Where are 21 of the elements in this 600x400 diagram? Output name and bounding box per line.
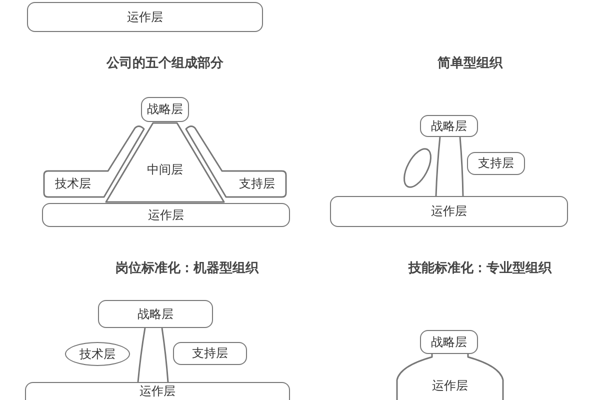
layer-label: 中间层 xyxy=(147,162,183,178)
panel-title: 岗位标准化：机器型组织 xyxy=(116,260,258,277)
panel-title: 简单型组织 xyxy=(438,55,502,72)
layer-box: 运作层 xyxy=(27,2,263,32)
layer-box: 运作层 xyxy=(42,203,290,227)
layer-ellipse: 技术层 xyxy=(65,342,130,366)
layer-box: 运作层 xyxy=(330,196,568,227)
layer-box: 战略层 xyxy=(420,330,478,354)
connector-lines xyxy=(435,136,464,197)
layer-box: 支持层 xyxy=(467,152,525,175)
layer-label: 技术层 xyxy=(55,176,91,192)
layer-box: 战略层 xyxy=(98,300,213,328)
layer-box: 战略层 xyxy=(141,97,189,122)
layer-label: 支持层 xyxy=(239,176,275,192)
layer-label: 运作层 xyxy=(432,378,468,394)
layer-box: 运作层 xyxy=(25,382,290,400)
layer-box: 支持层 xyxy=(173,342,247,365)
panel-title: 技能标准化：专业型组织 xyxy=(408,260,552,277)
panel-title: 公司的五个组成部分 xyxy=(106,54,224,72)
connector-lines xyxy=(137,327,169,383)
layer-box: 战略层 xyxy=(420,115,478,137)
